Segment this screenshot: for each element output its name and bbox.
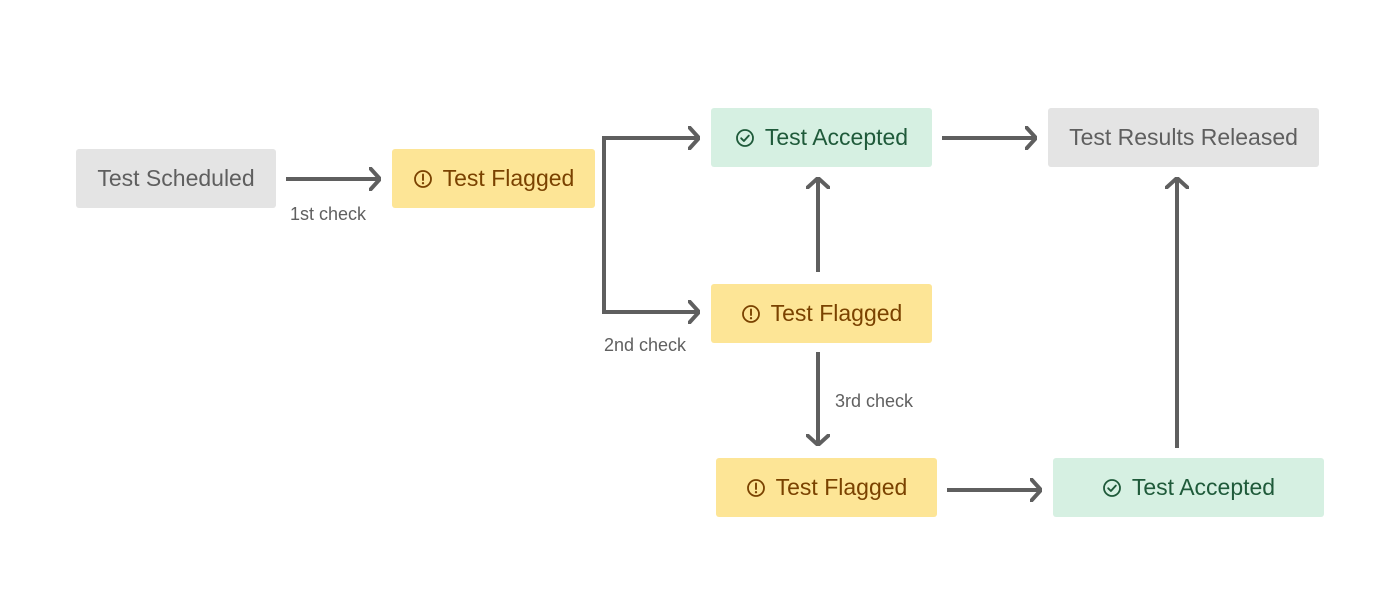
node-label: Test Flagged — [775, 474, 908, 500]
node-test-flagged-2: Test Flagged — [711, 284, 932, 343]
alert-circle-icon — [413, 169, 433, 189]
node-test-results-released: Test Results Released — [1048, 108, 1319, 167]
node-label: Test Accepted — [764, 124, 909, 150]
node-test-scheduled: Test Scheduled — [76, 149, 276, 208]
node-label: Test Scheduled — [97, 165, 255, 191]
node-label: Test Flagged — [770, 300, 903, 326]
edge-label-3rd-check: 3rd check — [835, 391, 914, 411]
node-test-accepted-1: Test Accepted — [711, 108, 932, 167]
node-test-accepted-2: Test Accepted — [1053, 458, 1324, 517]
alert-circle-icon — [741, 304, 761, 324]
node-test-flagged-3: Test Flagged — [716, 458, 937, 517]
check-circle-icon — [1102, 478, 1122, 498]
node-label: Test Results Released — [1069, 124, 1298, 150]
edge-label-2nd-check: 2nd check — [604, 335, 687, 355]
node-label: Test Accepted — [1131, 474, 1276, 500]
edge-flag1-to-accept1 — [602, 138, 699, 312]
node-label: Test Flagged — [442, 165, 575, 191]
edge-flag1-to-flag2 — [602, 179, 699, 312]
edge-label-1st-check: 1st check — [290, 204, 367, 224]
check-circle-icon — [735, 128, 755, 148]
node-test-flagged-1: Test Flagged — [392, 149, 595, 208]
alert-circle-icon — [746, 478, 766, 498]
